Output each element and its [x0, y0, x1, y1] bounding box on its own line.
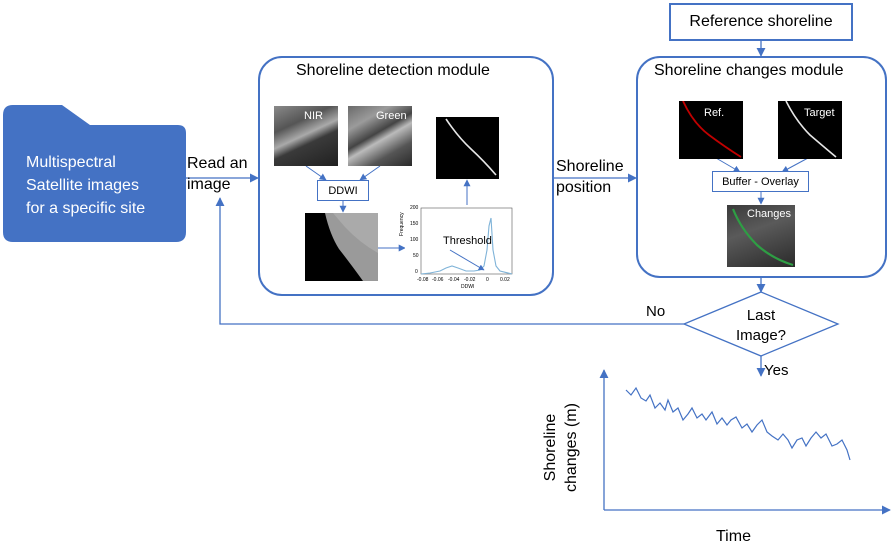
- reference-shoreline-box: Reference shoreline: [669, 3, 853, 41]
- histogram-xlabel: DDWI: [461, 284, 475, 290]
- input-folder-line: Satellite images: [26, 177, 139, 194]
- decision-text: Last Image?: [735, 306, 787, 346]
- buffer-overlay-box: Buffer - Overlay: [712, 171, 809, 192]
- detection-module-title: Shoreline detection module: [296, 62, 490, 79]
- histogram-xtick: 0: [486, 277, 489, 283]
- threshold-label: Threshold: [443, 235, 492, 247]
- histogram-ytick: 150: [410, 221, 419, 227]
- yes-label: Yes: [764, 362, 789, 379]
- histogram-xtick: -0.06: [432, 277, 444, 283]
- decision-line: Image?: [735, 327, 787, 344]
- histogram-xtick: 0.02: [500, 277, 510, 283]
- histogram-ytick: 200: [410, 205, 419, 211]
- arrow-no-loop: [215, 197, 684, 325]
- changes-curve: [731, 208, 794, 267]
- read-image-label: Read an image: [187, 153, 248, 195]
- read-image-line: image: [187, 176, 231, 193]
- result-ylabel: Shoreline changes (m): [540, 403, 582, 492]
- histogram-xtick: -0.04: [448, 277, 460, 283]
- arrow-nir-ddwi: [305, 165, 327, 181]
- arrow-green-ddwi: [359, 165, 381, 181]
- target-shoreline-image: Target: [778, 101, 842, 159]
- histogram-xtick: -0.02: [464, 277, 476, 283]
- input-folder-shape: [3, 105, 186, 242]
- histogram-xtick: -0.08: [417, 277, 429, 283]
- ref-label: Ref.: [704, 107, 725, 119]
- nir-image: NIR: [274, 106, 338, 166]
- shoreline-position-line: position: [556, 179, 612, 196]
- result-series-line: [625, 386, 851, 461]
- shoreline-output-line: [445, 118, 497, 176]
- read-image-line: Read an: [187, 155, 248, 172]
- green-band-image: Green: [348, 106, 412, 166]
- changes-label: Changes: [747, 208, 792, 220]
- histogram-ytick: 100: [410, 237, 419, 243]
- ddwi-image: [305, 213, 378, 281]
- shoreline-output-image: [436, 117, 499, 179]
- target-shoreline-curve: [785, 101, 837, 158]
- result-ylabel-line: changes (m): [563, 403, 580, 492]
- input-folder-line: for a specific site: [26, 200, 146, 217]
- ref-shoreline-curve: [682, 101, 742, 158]
- target-label: Target: [804, 107, 835, 119]
- result-ylabel-line: Shoreline: [542, 413, 559, 482]
- decision-line: Last: [746, 307, 776, 324]
- no-label: No: [646, 303, 666, 320]
- arrow-target-buffer: [781, 157, 809, 173]
- shoreline-position-line: Shoreline: [556, 158, 624, 175]
- histogram-ytick: 50: [413, 253, 419, 259]
- green-label: Green: [376, 110, 407, 122]
- detection-module: [258, 56, 554, 296]
- reference-shoreline-label: Reference shoreline: [689, 13, 833, 30]
- histogram-ylabel: Frequency: [399, 212, 405, 236]
- arrow-ref-buffer: [715, 157, 741, 173]
- changes-image: Changes: [727, 205, 795, 267]
- histogram-ytick: 0: [415, 269, 418, 275]
- shoreline-position-label: Shoreline position: [556, 156, 624, 198]
- ddwi-box: DDWI: [317, 180, 369, 201]
- ref-shoreline-image: Ref.: [679, 101, 743, 159]
- result-xlabel: Time: [716, 528, 751, 545]
- changes-module: [636, 56, 887, 278]
- input-folder-line: Multispectral: [26, 154, 116, 171]
- nir-label: NIR: [304, 110, 323, 122]
- ddwi-image-shape: [325, 213, 378, 281]
- input-folder-text: Multispectral Satellite images for a spe…: [26, 151, 145, 220]
- changes-module-title: Shoreline changes module: [654, 62, 844, 79]
